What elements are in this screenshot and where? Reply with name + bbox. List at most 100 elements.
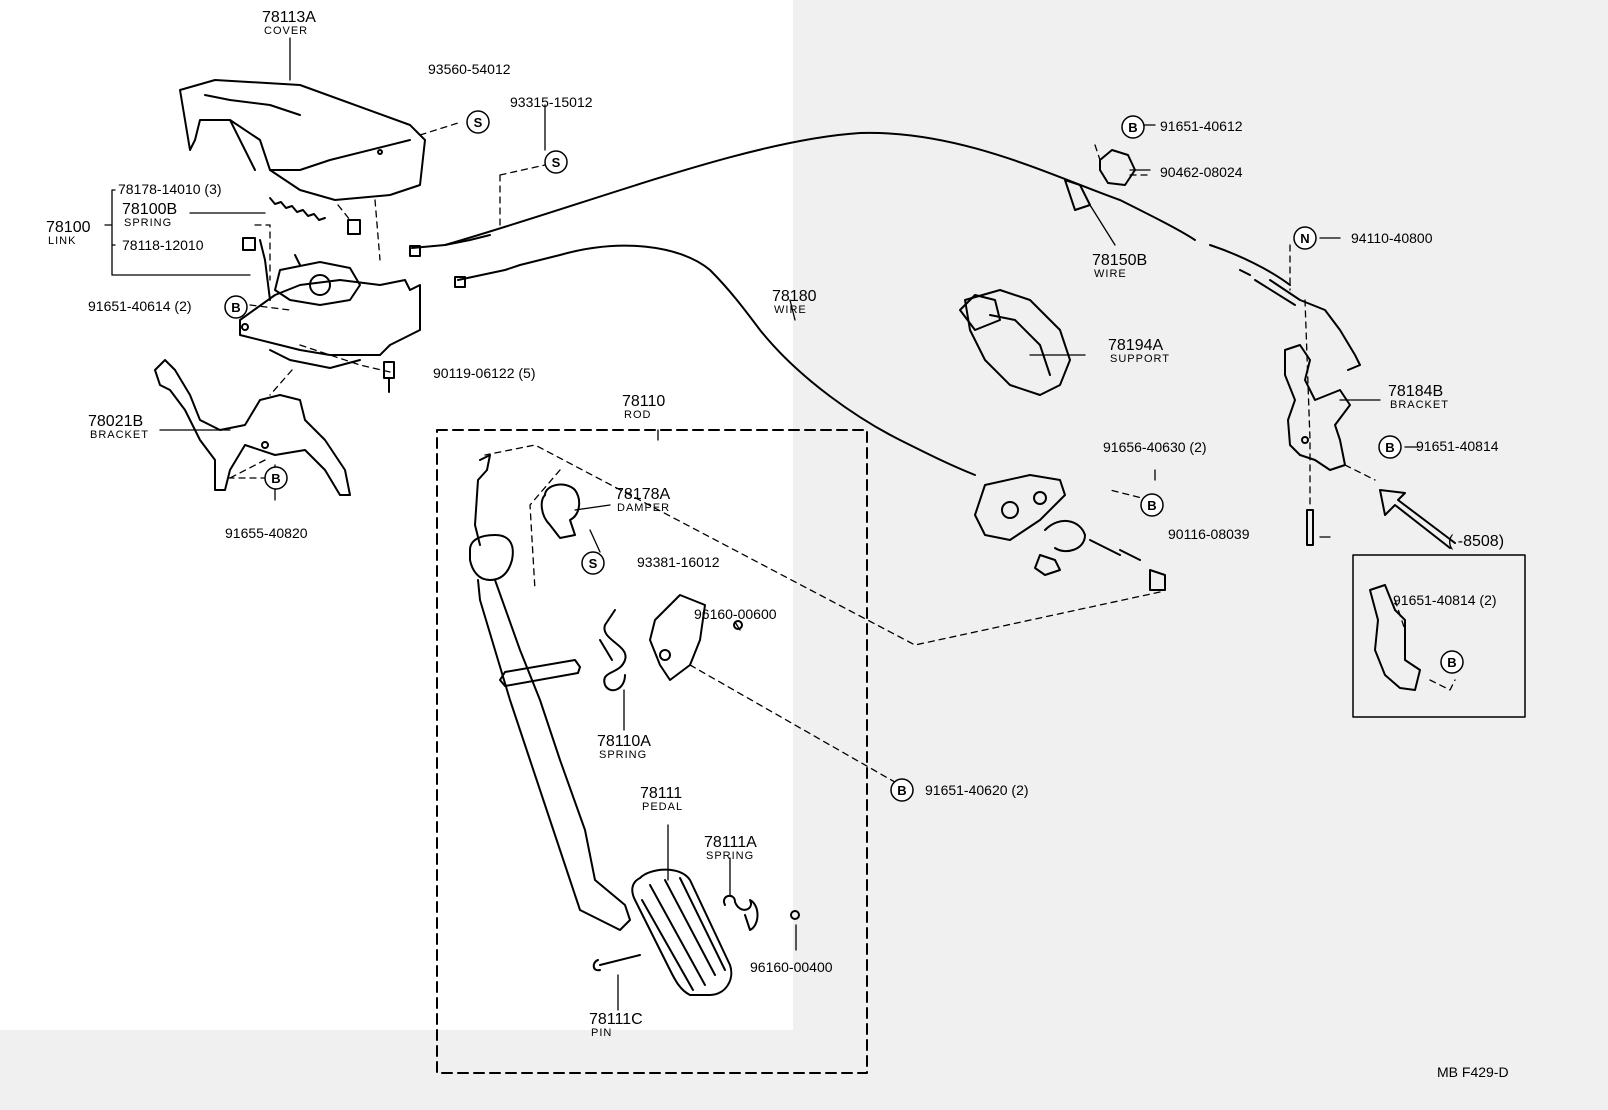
- support-78194a-drawing: [959, 289, 1071, 396]
- part-number-78111C: 78111C: [589, 1011, 643, 1028]
- footer-code: MB F429-D: [1437, 1064, 1509, 1080]
- part-number-78110: 78110: [622, 393, 665, 410]
- part-number-94110-40800: 94110-40800: [1351, 230, 1433, 246]
- svg-text:B: B: [231, 300, 240, 315]
- part-name-78100: LINK: [48, 235, 76, 247]
- part-number-93560-54012: 93560-54012: [428, 61, 511, 77]
- part-number-78113A: 78113A: [262, 9, 316, 26]
- part-name-78178A: DAMPER: [617, 502, 670, 514]
- svg-text:S: S: [589, 556, 598, 571]
- part-number-78021B: 78021B: [88, 413, 143, 430]
- part-number-91655-40820: 91655-40820: [225, 525, 308, 541]
- clip-90462-drawing: [1099, 149, 1136, 186]
- part-number-90119-06122: 90119-06122 (5): [433, 365, 535, 381]
- part-number-78150B: 78150B: [1092, 252, 1147, 269]
- part-number-inset-range: ( -8508): [1448, 533, 1504, 550]
- part-name-78111A: SPRING: [706, 850, 754, 862]
- part-number-90462-08024: 90462-08024: [1160, 164, 1243, 180]
- cable-78180-drawing: [457, 244, 976, 476]
- part-number-78184B: 78184B: [1388, 383, 1443, 400]
- cable-78150b-end: [1209, 244, 1291, 286]
- cable-78150b-terminal: [1269, 279, 1361, 371]
- svg-text:B: B: [271, 471, 280, 486]
- bracket-78021b-drawing: [154, 359, 351, 496]
- part-name-78021B: BRACKET: [90, 429, 149, 441]
- throttle-cam-drawing: [974, 474, 1166, 591]
- part-name-78113A: COVER: [264, 25, 308, 37]
- part-number-96160-00400: 96160-00400: [750, 959, 833, 975]
- part-number-96160-00600: 96160-00600: [694, 606, 777, 622]
- symbol-b-91651-40620: B: [890, 778, 914, 802]
- pivot-bolt-drawing: [499, 659, 581, 687]
- inset-box: [1352, 554, 1526, 718]
- bush-78118-drawing: [242, 237, 256, 251]
- part-number-91651-40814: 91651-40814: [1416, 438, 1499, 454]
- rod-assembly-group-box: [436, 429, 868, 1074]
- part-number-78100B: 78100B: [122, 201, 177, 218]
- symbol-b-91656: B: [1140, 493, 1164, 517]
- spring-78111a-drawing: [723, 894, 759, 931]
- inset-bracket-drawing: [1369, 584, 1421, 691]
- spring-78110a-drawing: [599, 609, 627, 692]
- svg-text:S: S: [474, 115, 483, 130]
- part-name-78100B: SPRING: [124, 217, 172, 229]
- svg-text:N: N: [1300, 231, 1309, 246]
- stud-90116-drawing: [1306, 509, 1314, 546]
- diagram-background: [0, 0, 793, 1030]
- link-assembly-drawing: [239, 239, 421, 369]
- part-number-78100: 78100: [46, 219, 91, 236]
- clip-78178-drawing: [347, 219, 361, 235]
- symbol-s-93315: S: [544, 150, 568, 174]
- bracket-78184b-drawing: [1284, 344, 1351, 471]
- bolt-90119-drawing: [383, 361, 395, 393]
- part-number-93315-15012: 93315-15012: [510, 94, 593, 110]
- part-number-90116-08039: 90116-08039: [1168, 526, 1250, 542]
- part-name-78180: WIRE: [774, 304, 807, 316]
- part-name-78110: ROD: [624, 409, 651, 421]
- part-name-78110A: SPRING: [599, 749, 647, 761]
- part-number-78111: 78111: [640, 785, 682, 802]
- part-name-78150B: WIRE: [1094, 268, 1127, 280]
- svg-text:S: S: [552, 155, 561, 170]
- rod-78110-drawing: [469, 454, 631, 931]
- part-name-78111C: PIN: [591, 1027, 612, 1039]
- part-number-93381-16012: 93381-16012: [637, 554, 720, 570]
- cable-78150b-drawing: [444, 131, 1196, 246]
- svg-text:B: B: [1385, 440, 1394, 455]
- part-number-78178-14010: 78178-14010 (3): [118, 181, 222, 197]
- symbol-b-91651-40814: B: [1378, 435, 1402, 459]
- part-number-78180: 78180: [772, 288, 817, 305]
- symbol-b-inset: B: [1440, 650, 1464, 674]
- inset-arrow: [1379, 489, 1456, 549]
- part-name-78194A: SUPPORT: [1110, 353, 1170, 365]
- part-number-91651-40614: 91651-40614 (2): [88, 298, 192, 314]
- pin-78111c-drawing: [592, 954, 641, 972]
- symbol-s-93381: S: [581, 551, 605, 575]
- symbol-b-91655: B: [264, 466, 288, 490]
- symbol-n-94110: N: [1293, 226, 1317, 250]
- part-name-78184B: BRACKET: [1390, 399, 1449, 411]
- svg-text:B: B: [897, 783, 906, 798]
- part-number-78118-12010: 78118-12010: [122, 237, 204, 253]
- symbol-b-91651-40614: B: [224, 295, 248, 319]
- symbol-b-91651-40612: B: [1121, 115, 1145, 139]
- pedal-78111-drawing: [631, 868, 733, 996]
- part-number-78194A: 78194A: [1108, 337, 1163, 354]
- part-number-91651-40620: 91651-40620 (2): [925, 782, 1029, 798]
- cover-part-drawing: [179, 79, 426, 201]
- part-number-78110A: 78110A: [597, 733, 651, 750]
- svg-text:B: B: [1128, 120, 1137, 135]
- svg-text:B: B: [1447, 655, 1456, 670]
- pivot-plate-drawing: [649, 594, 706, 681]
- part-number-91651-40814-inset: 91651-40814 (2): [1393, 592, 1497, 608]
- part-name-78111: PEDAL: [642, 801, 683, 813]
- svg-text:B: B: [1147, 498, 1156, 513]
- part-number-91656-40630: 91656-40630 (2): [1103, 439, 1207, 455]
- symbol-s-93560: S: [466, 110, 490, 134]
- damper-78178a-drawing: [540, 483, 581, 539]
- spring-78100b-drawing: [269, 197, 326, 221]
- part-number-78111A: 78111A: [704, 834, 757, 851]
- part-number-91651-40612: 91651-40612: [1160, 118, 1243, 134]
